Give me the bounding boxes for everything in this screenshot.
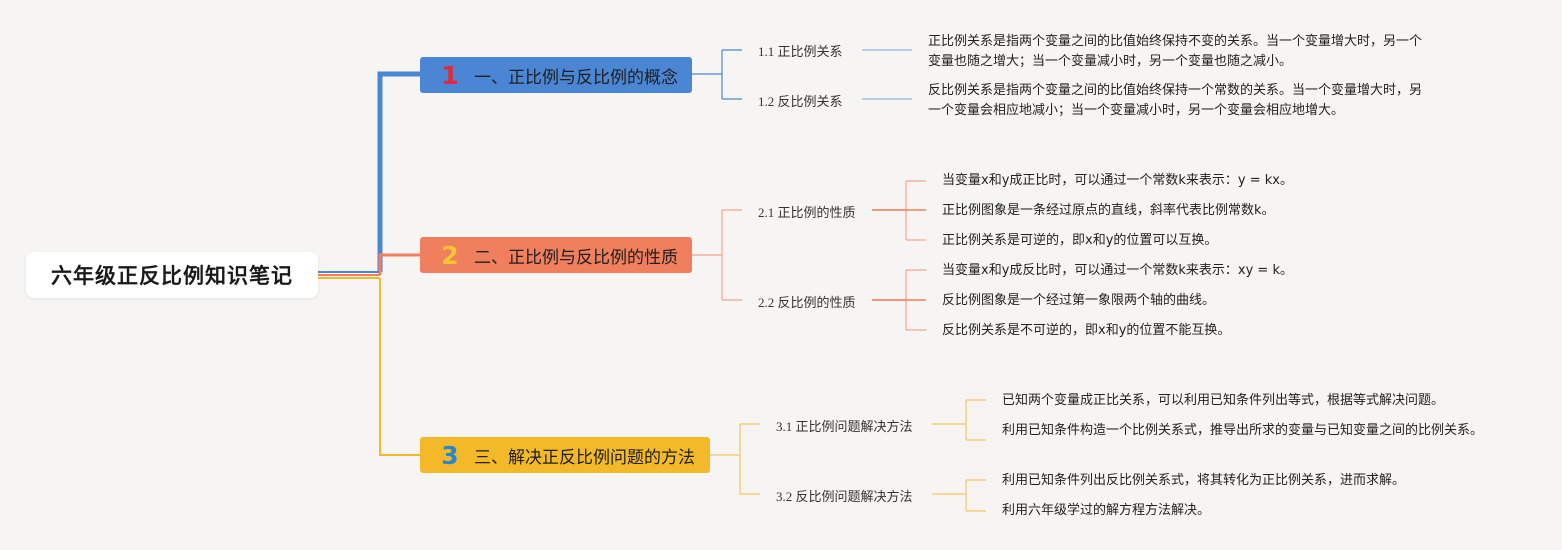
- branch-2-node[interactable]: 2 二、正比例与反比例的性质: [420, 237, 692, 273]
- sub-1-2-node[interactable]: 1.2 反比例关系: [758, 91, 843, 110]
- sub-2-1-node[interactable]: 2.1 正比例的性质: [758, 202, 856, 221]
- leaf-2-2-1[interactable]: 当变量x和y成反比时，可以通过一个常数k来表示：xy = k。: [942, 263, 1293, 278]
- sub-3-1-node[interactable]: 3.1 正比例问题解决方法: [776, 416, 913, 435]
- leaf-1-1-1[interactable]: 正比例关系是指两个变量之间的比值始终保持不变的关系。当一个变量增大时，另一个变量…: [928, 34, 1423, 69]
- branch-3-node[interactable]: 3 三、解决正反比例问题的方法: [420, 437, 710, 473]
- leaf-3-2-1[interactable]: 利用已知条件列出反比例关系式，将其转化为正比例关系，进而求解。: [1002, 473, 1406, 488]
- sub-1-1-label: 1.1 正比例关系: [758, 44, 843, 59]
- branch-3-number: 3: [441, 440, 459, 470]
- sub-3-2-label: 3.2 反比例问题解决方法: [776, 489, 913, 504]
- sub-3-2-node[interactable]: 3.2 反比例问题解决方法: [776, 486, 913, 505]
- leaf-1-2-1[interactable]: 反比例关系是指两个变量之间的比值始终保持一个常数的关系。当一个变量增大时，另一个…: [928, 83, 1423, 118]
- branch-1-label: 一、正比例与反比例的概念: [474, 67, 678, 88]
- leaf-2-1-1[interactable]: 当变量x和y成正比时，可以通过一个常数k来表示：y = kx。: [942, 173, 1293, 188]
- sub-1-1-node[interactable]: 1.1 正比例关系: [758, 41, 843, 60]
- sub-2-1-label: 2.1 正比例的性质: [758, 205, 856, 220]
- leaf-2-1-2[interactable]: 正比例图象是一条经过原点的直线，斜率代表比例常数k。: [942, 203, 1275, 218]
- leaf-2-2-3[interactable]: 反比例关系是不可逆的，即x和y的位置不能互换。: [942, 323, 1231, 338]
- branch-1-node[interactable]: 1 一、正比例与反比例的概念: [420, 57, 692, 93]
- sub-2-2-label: 2.2 反比例的性质: [758, 295, 856, 310]
- leaf-2-1-3[interactable]: 正比例关系是可逆的，即x和y的位置可以互换。: [942, 233, 1218, 248]
- sub-3-1-label: 3.1 正比例问题解决方法: [776, 419, 913, 434]
- branch-2-label: 二、正比例与反比例的性质: [474, 247, 678, 268]
- leaf-3-1-1[interactable]: 已知两个变量成正比关系，可以利用已知条件列出等式，根据等式解决问题。: [1002, 393, 1445, 408]
- leaf-3-2-2[interactable]: 利用六年级学过的解方程方法解决。: [1002, 503, 1211, 518]
- branch-3-label: 三、解决正反比例问题的方法: [474, 447, 695, 468]
- sub-1-2-label: 1.2 反比例关系: [758, 94, 843, 109]
- root-title: 六年级正反比例知识笔记: [51, 264, 293, 288]
- leaf-3-1-2[interactable]: 利用已知条件构造一个比例关系式，推导出所求的变量与已知变量之间的比例关系。: [1002, 423, 1484, 438]
- leaf-2-2-2[interactable]: 反比例图象是一个经过第一象限两个轴的曲线。: [942, 293, 1216, 308]
- root-node[interactable]: 六年级正反比例知识笔记: [26, 252, 318, 298]
- branch-2-number: 2: [441, 240, 459, 270]
- branch-1-number: 1: [441, 60, 459, 90]
- sub-2-2-node[interactable]: 2.2 反比例的性质: [758, 292, 856, 311]
